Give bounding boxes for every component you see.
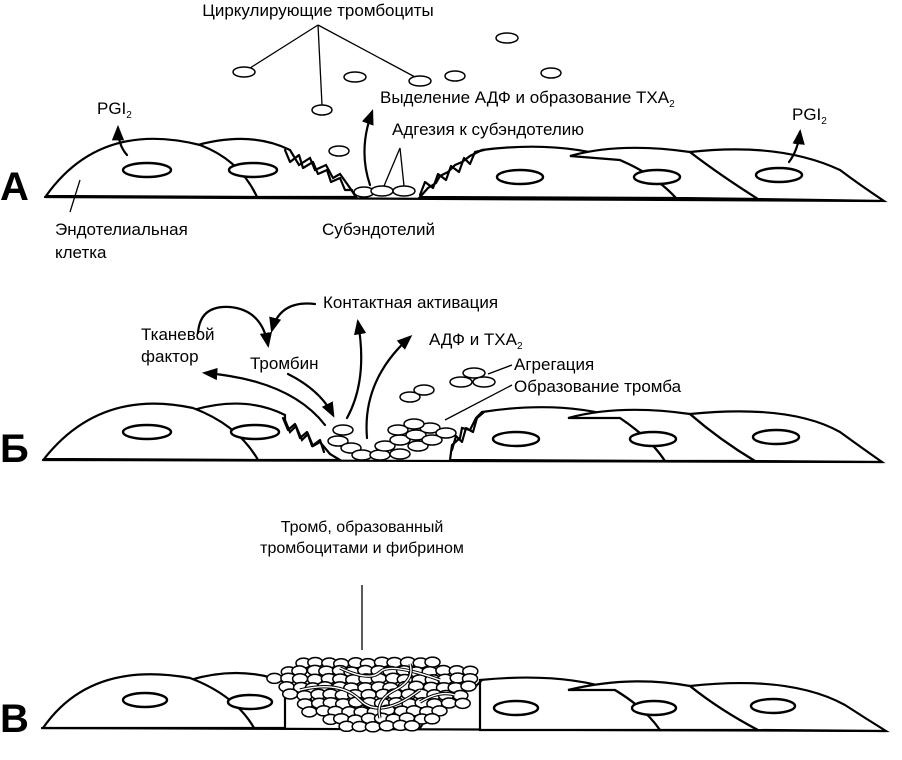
adhered-platelet [370,185,394,197]
thrombus-platelet [424,656,441,668]
nucleus [227,161,279,179]
label-endothelial-cell-2: клетка [55,243,107,262]
leader-line [444,384,513,421]
adhered-platelet [392,185,416,197]
thrombus [266,656,484,733]
thrombin-arrow [286,372,335,418]
thrombus-platelet [301,706,318,718]
nucleus [121,423,173,441]
label-pgi2-left: PGI2 [97,99,132,121]
panel-b: Б [0,293,886,471]
leader-line [317,24,323,106]
fibrin-strand-inner [339,667,441,681]
leader-line [487,364,513,375]
nucleus [121,161,173,179]
leader-line [249,24,319,69]
thrombus-platelet [378,720,396,732]
platelet [444,70,466,82]
release-arrow [361,109,374,187]
label-aggregation: Агрегация [514,355,594,374]
panel-letter-b: Б [0,427,29,471]
thrombus-platelet [460,680,477,692]
platelet [399,391,421,403]
fibrin-strand-inner [419,692,456,703]
nucleus [749,697,797,715]
nucleus [121,691,169,709]
platelet [449,376,473,388]
nucleus [628,430,678,448]
label-thrombin: Тромбин [250,354,318,373]
label-contact-activation: Контактная активация [323,293,498,312]
thrombus-platelet [266,672,283,685]
panel-letter-c: В [0,697,29,741]
platelet-aggregate [327,418,457,461]
thrombus-platelet [281,688,299,700]
pgi2-arrow-left [111,124,129,157]
thrombus-platelet [364,721,382,733]
leader-line [69,179,81,213]
platelet [495,32,519,44]
platelet [413,384,435,396]
leader-line [399,147,405,187]
label-adhesion: Адгезия к субэндотелию [392,120,584,139]
adp-txa2-arrow [365,334,413,440]
damaged-edge-left [281,416,326,454]
thrombus-platelet [431,705,448,717]
label-subendothelium: Субэндотелий [322,220,435,239]
label-pgi2-right: PGI2 [792,105,827,127]
thrombus-platelet [423,713,441,725]
label-tissue-factor-2: фактор [141,347,199,366]
label-endothelial-cell: Эндотелиальная [55,220,188,239]
panel-a: А [0,1,888,262]
label-adp-txa2: АДФ и ТХА2 [429,330,523,352]
contact-activation-up-arrow [345,318,367,420]
label-thrombus: Тромб, образованный [281,519,444,536]
label-tissue-factor: Тканевой [141,325,215,344]
nucleus [226,693,274,711]
platelet [328,145,350,157]
platelet [408,75,432,87]
nucleus [491,430,541,448]
platelet [462,367,486,379]
platelet [472,376,496,388]
panel-c: В Тромб, образованный тромбоцитами и фиб… [0,519,890,741]
label-circulating-platelets: Циркулирующие тромбоциты [202,1,434,20]
nucleus [632,168,682,186]
thrombus-platelet [454,697,471,710]
nucleus [495,168,545,186]
fibrin-strand-inner [299,685,421,709]
leader-line [317,24,416,78]
fibrin-strand-inner [378,663,412,719]
nucleus [754,166,804,184]
platelet [311,104,333,116]
platelet [343,71,367,83]
damaged-edge-left [283,148,354,192]
tissue-factor-to-thrombin-arrow [196,305,272,349]
contact-activation-arrow [269,302,317,333]
label-thrombus-2: тромбоцитами и фибрином [260,540,464,557]
leader-line [383,147,401,187]
damaged-edge-right [418,148,486,197]
panel-letter-a: А [0,165,29,209]
label-adp-txa2-release: Выделение АДФ и образование ТХА2 [380,88,675,110]
label-thrombus-formation: Образование тромба [514,377,682,396]
platelet [540,67,562,79]
nucleus [751,428,801,446]
pgi2-arrow-right [787,128,805,164]
damaged-edge-right [450,410,486,452]
thrombus-platelet [403,720,421,732]
platelet [232,66,256,78]
nucleus [630,699,678,717]
nucleus [229,423,281,441]
nucleus [492,699,540,717]
tissue-factor-arrow [201,367,327,427]
